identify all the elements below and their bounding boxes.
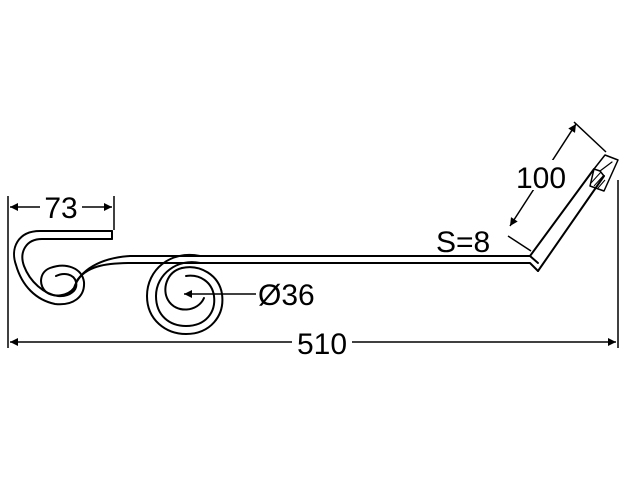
dim-total-length (7, 180, 619, 348)
dim-total-length-label: 510 (297, 328, 347, 361)
main-coil-mid (155, 261, 216, 327)
main-coil-inner (164, 267, 205, 311)
dim-hook-width (7, 196, 115, 250)
dim-hook-width-label: 73 (44, 192, 77, 225)
main-coil-outer (146, 253, 224, 335)
shaft-bottom (199, 262, 539, 272)
dim-tip-length-label: 100 (516, 162, 566, 195)
tip-end (589, 154, 619, 192)
shaft-connector (73, 255, 201, 289)
left-hook-inner (21, 238, 113, 298)
tip-hatch (590, 171, 606, 189)
thickness-label: S=8 (436, 226, 490, 259)
dim-coil-diameter-label: Ø36 (258, 279, 315, 312)
